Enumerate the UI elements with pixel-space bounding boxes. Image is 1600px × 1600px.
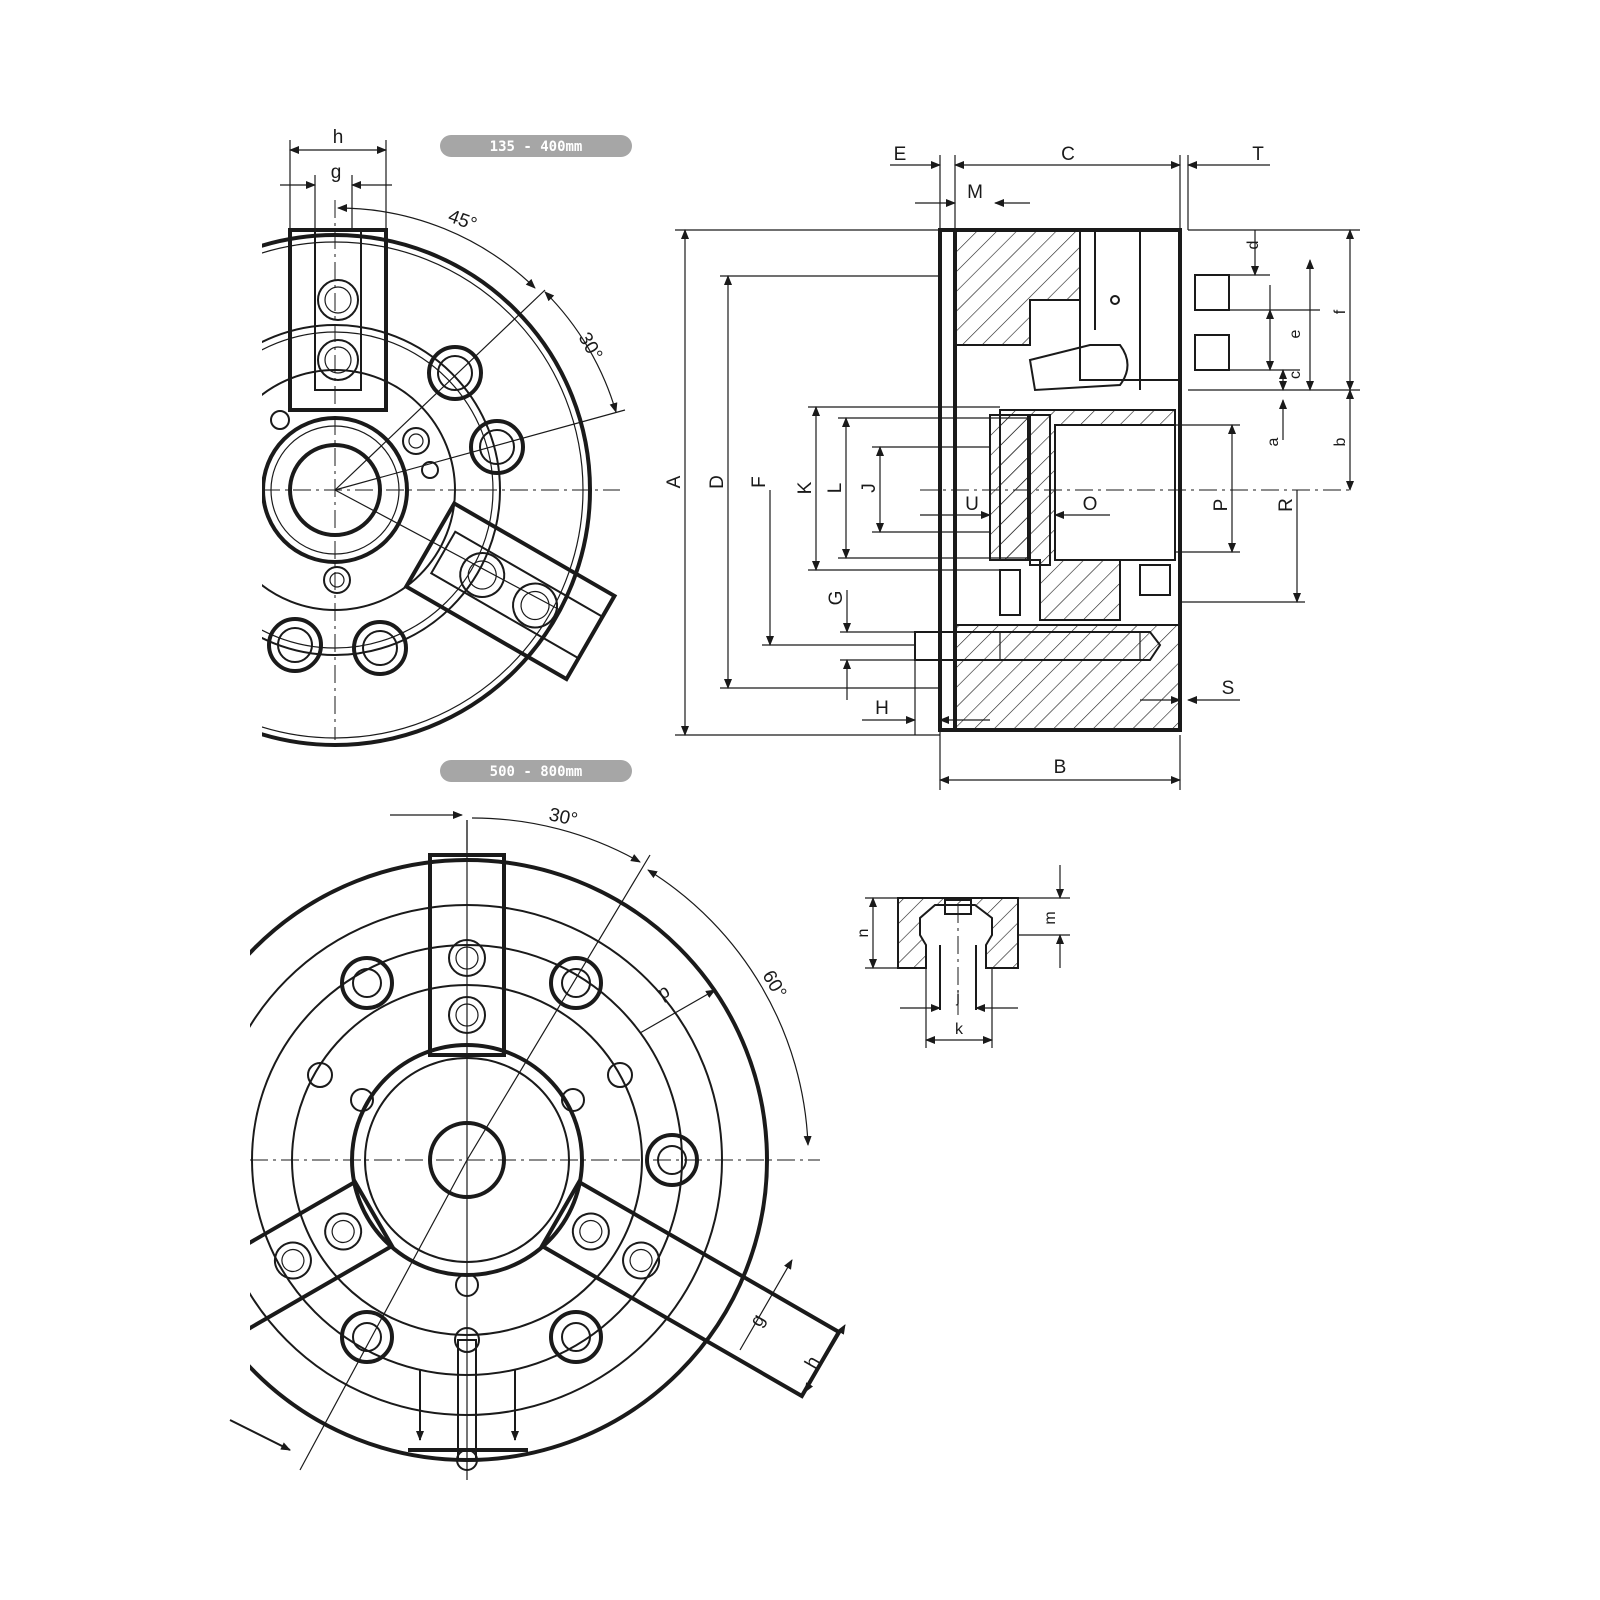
dim-E: E: [894, 144, 907, 165]
section-view: [914, 228, 1350, 732]
dim-f: f: [1332, 309, 1349, 314]
dim-P: P: [1211, 499, 1232, 512]
dim-D: D: [707, 475, 728, 489]
dim-A: A: [664, 475, 685, 488]
front-view-small: [262, 200, 626, 747]
bolt-holes-large: [307, 956, 699, 1364]
dim-c: c: [1287, 371, 1304, 379]
dim-C: C: [1061, 144, 1075, 165]
large-dims: 30° 60° p g h: [229, 804, 846, 1451]
dim-F: F: [749, 476, 770, 488]
dim-h-large: h: [801, 1353, 824, 1373]
dim-O: O: [1083, 494, 1098, 515]
dim-g-small: g: [331, 162, 342, 183]
badge-135-400: 135 - 400mm: [440, 135, 632, 157]
dim-m: m: [1042, 911, 1059, 924]
angle-30-small: 30°: [574, 329, 607, 364]
dim-h-small: h: [333, 127, 344, 148]
dim-j: j: [955, 989, 960, 1006]
dim-B: B: [1054, 757, 1067, 778]
dim-R: R: [1276, 498, 1297, 512]
dim-e: e: [1287, 329, 1304, 338]
badge-135-400-text: 135 - 400mm: [490, 139, 583, 155]
dim-G: G: [826, 591, 847, 606]
dim-J: J: [859, 483, 880, 493]
dim-d: d: [1245, 241, 1262, 250]
badge-500-800: 500 - 800mm: [440, 760, 632, 782]
dim-S: S: [1222, 678, 1235, 699]
front-view-large: [250, 820, 842, 1480]
jaw-detail: n m j k: [855, 865, 1070, 1048]
bolt-holes-small: [267, 345, 525, 676]
dim-b: b: [1332, 437, 1349, 446]
section-dims: C E T M A D F K L J: [664, 144, 1360, 790]
dim-p-large: p: [654, 981, 674, 1004]
dim-K: K: [795, 481, 816, 494]
dim-a: a: [1265, 437, 1282, 446]
dim-U: U: [965, 494, 979, 515]
dim-k: k: [955, 1021, 964, 1038]
dim-g-large: g: [746, 1311, 769, 1331]
dim-T: T: [1252, 144, 1264, 165]
dim-L: L: [825, 483, 846, 494]
dim-H: H: [875, 698, 889, 719]
dim-M: M: [967, 182, 983, 203]
badge-500-800-text: 500 - 800mm: [490, 764, 583, 780]
dim-n: n: [855, 929, 872, 938]
angle-60: 60°: [758, 967, 791, 1002]
